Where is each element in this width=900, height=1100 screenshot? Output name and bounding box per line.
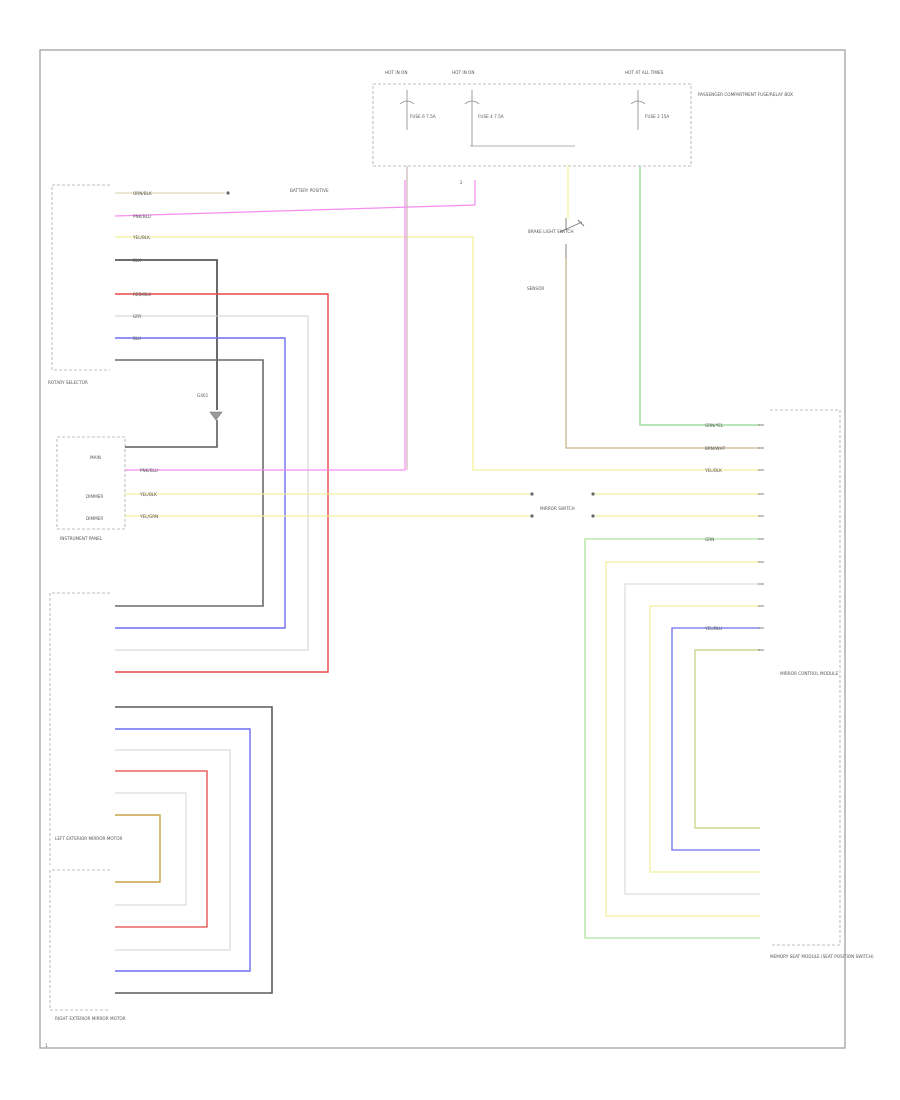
wire-w9-label: BRN/WHT — [705, 446, 726, 451]
wire-w4 — [115, 293, 329, 673]
fuse-box-outline — [372, 83, 692, 167]
instrument-pin-1: MAIN — [90, 455, 101, 460]
mirror-switch-title: MIRROR SWITCH — [540, 506, 575, 511]
wire-w15 — [671, 627, 760, 851]
rotary-selector-title: ROTARY SELECTOR — [48, 380, 88, 385]
fuse-feed-2: HOT IN ON — [452, 70, 474, 75]
instrument-panel-title: INSTRUMENT PANEL — [60, 536, 103, 541]
wire-module-yelgrn — [649, 605, 760, 873]
left-mirror-title: LEFT EXTERIOR MIRROR MOTOR — [55, 836, 122, 841]
page-id: 1 — [45, 1043, 48, 1048]
wire-ground — [125, 420, 218, 448]
wire-w8 — [639, 166, 760, 426]
fuse-feed-3: HOT AT ALL TIMES — [625, 70, 664, 75]
fuse-1-label: FUSE 6 7.5A — [410, 114, 436, 119]
wire-w2-label: YEL/BLK — [132, 235, 150, 240]
right-mirror-title: RIGHT EXTERIOR MIRROR MOTOR — [55, 1016, 126, 1021]
fuse-1-symbol — [399, 90, 415, 130]
ground-title: G401 — [197, 393, 209, 398]
wire-w1-label: ORN/BLK — [133, 191, 152, 196]
wire-w8-label: GRN/YEL — [705, 423, 724, 428]
wire-mirror-gray2 — [115, 792, 187, 906]
module-pins — [758, 424, 764, 651]
wire-module-olive — [694, 649, 760, 829]
wire-w9 — [565, 258, 760, 449]
wire-w5 — [115, 315, 309, 651]
wire-w10b — [115, 359, 264, 607]
ground-symbol — [209, 411, 223, 421]
wire-w5-label: GRY — [133, 314, 142, 319]
brake-switch-title: BRAKE LIGHT SWITCH — [528, 229, 573, 234]
fuse-3-label: FUSE 2 15A — [645, 114, 669, 119]
wire-w6 — [115, 337, 286, 629]
fuse-2-label: FUSE 4 7.5A — [478, 114, 504, 119]
wire-w10-label: BLK — [133, 258, 141, 263]
wire-module-gray — [624, 583, 760, 895]
wire-w14-label: GRN — [705, 537, 714, 542]
wire-mirror-blue — [115, 728, 251, 972]
wire-w18-label: YEL/GRN — [139, 514, 158, 519]
wire-mirror-gray — [115, 749, 231, 951]
label-3: 2 — [460, 180, 463, 185]
wire-w15-label: YEL/BLU — [704, 626, 722, 631]
connector-note: MEMORY SEAT MODULE (SEAT POSITION SWITCH… — [770, 954, 874, 959]
mirror-control-module-title: MIRROR CONTROL MODULE — [780, 671, 839, 676]
wire-w6-label: BLU — [133, 336, 141, 341]
wire-w2 — [115, 236, 760, 471]
brake-switch-symbol — [559, 218, 585, 258]
wire-w16 — [125, 180, 406, 471]
wire-mirror-tan — [115, 814, 161, 883]
wire-w14 — [584, 538, 760, 939]
label-2: BATTERY POSITIVE — [290, 188, 329, 193]
rotary-selector-outline — [51, 184, 110, 371]
fuse-feed-1: HOT IN ON — [385, 70, 407, 75]
wire-w10 — [115, 259, 218, 410]
wire-mirror-red — [115, 770, 208, 928]
fuse-2-symbol — [464, 90, 480, 146]
wire-w4-label: RED/BLK — [133, 292, 151, 297]
wire-w3 — [114, 180, 476, 217]
mirror-switch-outline — [49, 592, 110, 865]
wire-w13-label: YEL/BLK — [704, 468, 722, 473]
wire-w16-label: PNK/BLU — [140, 468, 158, 473]
label-4: SENSOR — [527, 286, 544, 291]
wire-module-yellow — [605, 561, 760, 917]
fuse-box-title: PASSENGER COMPARTMENT FUSE/RELAY BOX — [698, 92, 793, 97]
instrument-pin-3: DIMMER — [86, 516, 103, 521]
mirror-control-module-outline — [770, 409, 841, 946]
right-mirror-outline — [49, 869, 110, 1011]
wire-mirror-black — [115, 706, 273, 994]
wire-w17-label: YEL/BLK — [139, 492, 157, 497]
wire-w3-label: PNK/BLU — [133, 214, 151, 219]
diagram-frame — [39, 49, 846, 1049]
instrument-pin-2: DIMMER — [86, 494, 103, 499]
fuse-3-symbol — [630, 90, 646, 130]
mirror-switch-connectors — [226, 191, 595, 518]
